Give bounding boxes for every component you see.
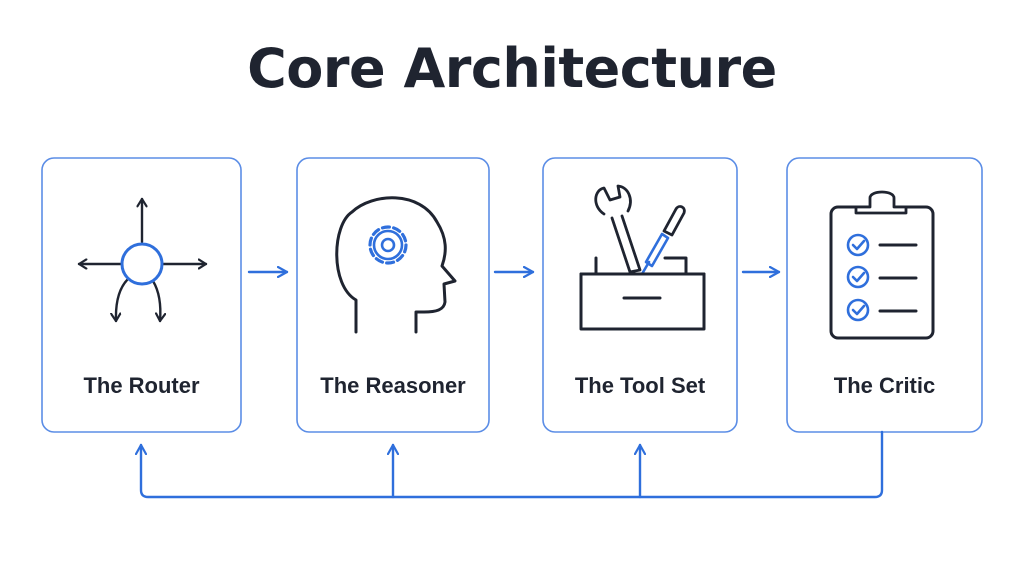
page-title: Core Architecture xyxy=(247,37,777,100)
card-label-tool-set: The Tool Set xyxy=(574,373,706,398)
checklist-clipboard-icon xyxy=(829,190,935,340)
router-arrows-icon xyxy=(77,197,208,323)
card-label-router: The Router xyxy=(83,373,200,398)
head-gear-icon xyxy=(335,196,457,334)
toolbox-icon xyxy=(579,184,706,331)
card-router xyxy=(41,157,242,433)
feedback-loop-line xyxy=(141,430,884,499)
card-label-reasoner: The Reasoner xyxy=(320,373,466,398)
card-label-critic: The Critic xyxy=(833,373,936,398)
